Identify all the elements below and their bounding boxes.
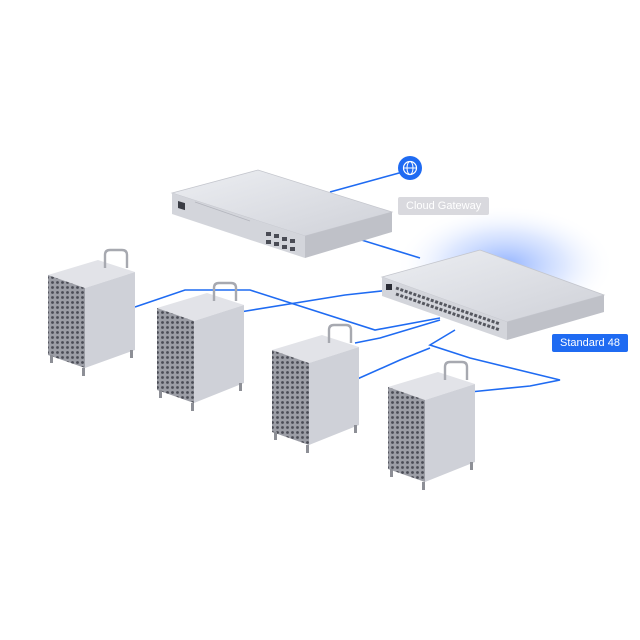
gateway-ports: [266, 232, 295, 251]
globe-icon: [398, 156, 422, 180]
standard-48-switch: [380, 249, 606, 340]
link-server3b-switch: [354, 347, 431, 381]
link-server4-switch: [428, 329, 561, 393]
server-2: [157, 281, 244, 411]
cloud-gateway-device: [170, 169, 394, 258]
server-4: [388, 360, 475, 490]
cloud-gateway-label: Cloud Gateway: [398, 197, 490, 215]
server-1: [48, 248, 135, 376]
link-server3-switch: [354, 319, 441, 344]
standard-48-label: Standard 48: [552, 334, 628, 352]
server-3: [272, 323, 359, 453]
link-internet-gateway: [329, 169, 411, 193]
link-gateway-switch: [354, 237, 421, 259]
link-server1-switch: [134, 289, 441, 331]
